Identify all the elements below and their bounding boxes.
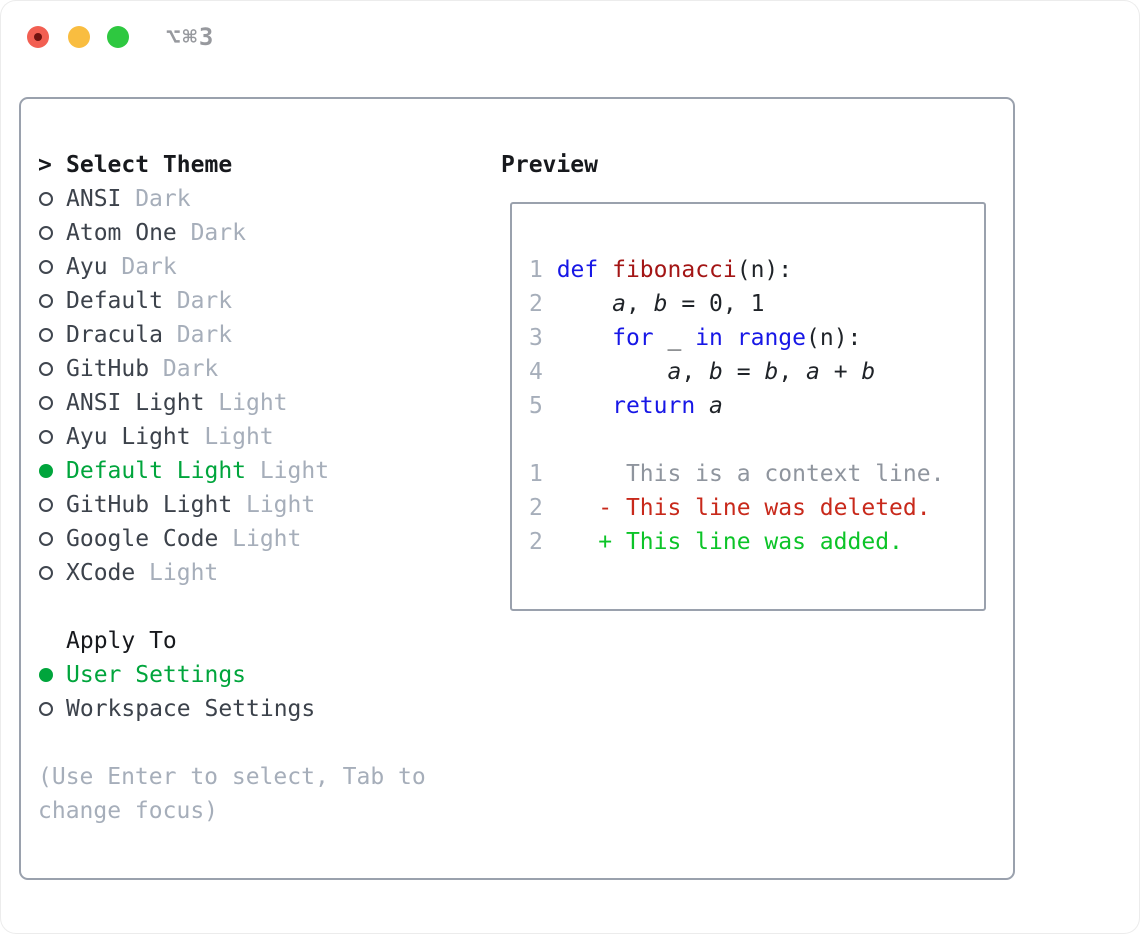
- radio-unselected-icon: [39, 362, 53, 376]
- theme-variant-label: Light: [259, 458, 330, 484]
- preview-pane: 1 def fibonacci(n): 2 a, b = 0, 1 3 for _ …: [510, 202, 986, 611]
- apply-option-user-settings[interactable]: User Settings: [38, 658, 426, 692]
- radio-selected-icon: [39, 668, 53, 682]
- help-text-line: change focus): [38, 798, 219, 824]
- radio-selected-icon: [39, 464, 53, 478]
- theme-variant-label: Dark: [121, 254, 177, 280]
- theme-name: GitHub: [66, 356, 150, 382]
- apply-option-label: Workspace Settings: [66, 696, 316, 722]
- theme-option-ayu-light-light[interactable]: Ayu Light Light: [38, 420, 426, 454]
- theme-option-ansi-light-light[interactable]: ANSI Light Light: [38, 386, 426, 420]
- radio-unselected-icon: [39, 532, 53, 546]
- preview-code-line: 1 def fibonacci(n):: [529, 257, 793, 283]
- preview-code-line: [529, 219, 984, 253]
- spacer: [38, 590, 426, 624]
- preview-code-line: 1 This is a context line.: [529, 461, 945, 487]
- theme-option-github-light-light[interactable]: GitHub Light Light: [38, 488, 426, 522]
- theme-option-ansi-dark[interactable]: ANSI Dark: [38, 182, 426, 216]
- theme-option-google-code-light[interactable]: Google Code Light: [38, 522, 426, 556]
- radio-unselected-icon: [39, 328, 53, 342]
- theme-variant-label: Dark: [135, 186, 191, 212]
- apply-to-header: Apply To: [38, 624, 426, 658]
- apply-to-title: Apply To: [66, 628, 177, 654]
- preview-code-line: 4 a, b = b, a + b: [529, 359, 876, 385]
- radio-unselected-icon: [39, 294, 53, 308]
- radio-unselected-icon: [39, 396, 53, 410]
- theme-list-title: Select Theme: [66, 152, 233, 178]
- theme-name: GitHub Light: [66, 492, 233, 518]
- theme-variant-label: Light: [245, 492, 316, 518]
- theme-variant-label: Light: [218, 390, 288, 416]
- theme-variant-label: Dark: [176, 288, 233, 314]
- maximize-button[interactable]: [107, 26, 129, 48]
- close-button[interactable]: [27, 26, 49, 48]
- radio-unselected-icon: [39, 702, 53, 716]
- theme-option-atom-one-dark[interactable]: Atom One Dark: [38, 216, 426, 250]
- preview-title: Preview: [501, 152, 598, 178]
- theme-option-xcode-light[interactable]: XCode Light: [38, 556, 426, 590]
- radio-unselected-icon: [39, 226, 53, 240]
- theme-variant-label: Light: [232, 526, 302, 552]
- theme-variant-label: Light: [204, 424, 274, 450]
- theme-name: Dracula: [66, 322, 163, 348]
- theme-name: ANSI Light: [66, 390, 205, 416]
- theme-option-github-dark[interactable]: GitHub Dark: [38, 352, 426, 386]
- minimize-button[interactable]: [68, 26, 90, 48]
- theme-name: ANSI: [66, 186, 122, 212]
- preview-code-line: 5 return a: [529, 393, 723, 419]
- theme-option-ayu-dark[interactable]: Ayu Dark: [38, 250, 426, 284]
- radio-unselected-icon: [39, 260, 53, 274]
- radio-unselected-icon: [39, 566, 53, 580]
- apply-option-label: User Settings: [66, 662, 247, 688]
- spacer: [38, 726, 426, 760]
- preview-code-line: [529, 423, 984, 457]
- theme-name: Default: [66, 288, 163, 314]
- focus-prompt-icon: >: [38, 152, 52, 178]
- theme-name: Google Code: [66, 526, 219, 552]
- theme-name: Ayu: [66, 254, 108, 280]
- theme-variant-label: Dark: [190, 220, 246, 246]
- theme-variant-label: Dark: [162, 356, 219, 382]
- help-text-line: (Use Enter to select, Tab to: [38, 764, 426, 790]
- radio-unselected-icon: [39, 192, 53, 206]
- theme-variant-label: Light: [149, 560, 219, 586]
- theme-option-default-dark[interactable]: Default Dark: [38, 284, 426, 318]
- preview-code-line: 2 - This line was deleted.: [529, 495, 931, 521]
- theme-option-default-light-light[interactable]: Default Light Light: [38, 454, 426, 488]
- theme-name: Ayu Light: [66, 424, 191, 450]
- theme-name: Default Light: [66, 458, 247, 484]
- theme-option-dracula-dark[interactable]: Dracula Dark: [38, 318, 426, 352]
- window-shortcut-label: ⌥⌘3: [166, 23, 216, 51]
- radio-unselected-icon: [39, 498, 53, 512]
- preview-code-line: 2 a, b = 0, 1: [529, 291, 765, 317]
- theme-name: Atom One: [66, 220, 177, 246]
- apply-option-workspace-settings[interactable]: Workspace Settings: [38, 692, 426, 726]
- preview-code-line: 3 for _ in range(n):: [529, 325, 862, 351]
- preview-code-line: 2 + This line was added.: [529, 529, 903, 555]
- theme-variant-label: Dark: [176, 322, 233, 348]
- help-text: (Use Enter to select, Tab to change focus…: [38, 760, 426, 828]
- theme-list-header: > Select Theme: [38, 148, 426, 182]
- theme-name: XCode: [66, 560, 136, 586]
- preview-code: 1 def fibonacci(n): 2 a, b = 0, 1 3 for _ …: [529, 219, 984, 559]
- radio-unselected-icon: [39, 430, 53, 444]
